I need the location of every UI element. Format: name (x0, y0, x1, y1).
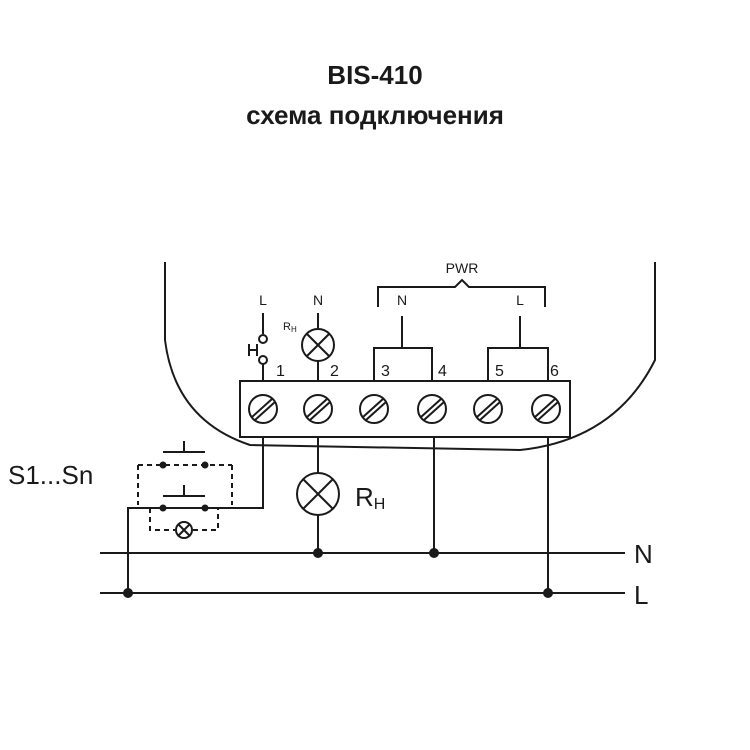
terminal-screw-2 (303, 394, 333, 424)
junction-dots (123, 548, 553, 598)
top-switch-contact-1 (258, 334, 268, 344)
top-lamp-icon (301, 328, 335, 362)
wire-terminal-1 (225, 437, 264, 509)
main-lamp-label: RH (355, 482, 385, 513)
terminal-label-1: 1 (276, 363, 285, 380)
top-rh-label: RH (283, 321, 297, 334)
terminal-screws (248, 394, 561, 424)
pushbutton-group-icon (137, 441, 233, 539)
junction-l-terminal-6 (543, 588, 553, 598)
junction-n-terminal-4 (429, 548, 439, 558)
terminal-screw-1 (248, 394, 278, 424)
pwr-label: PWR (446, 260, 479, 276)
terminal-label-4: 4 (438, 363, 447, 380)
terminal-label-6: 6 (550, 363, 559, 380)
terminal-label-2: 2 (330, 363, 339, 380)
terminal-screw-6 (531, 394, 561, 424)
diagram-subtitle: схема подключения (246, 100, 504, 130)
bus-l-label: L (634, 580, 648, 610)
bus-n-label: N (634, 539, 653, 569)
top-switch-contact-2 (258, 355, 268, 365)
top-l-label: L (259, 292, 267, 308)
top-n-label: N (313, 292, 323, 308)
switch-group-label: S1...Sn (8, 460, 93, 490)
device-housing (164, 262, 656, 452)
pwr-l-label: L (516, 292, 524, 308)
terminal-label-5: 5 (495, 363, 504, 380)
pwr-n-label: N (397, 292, 407, 308)
junction-n-lamp (313, 548, 323, 558)
diagram-title: BIS-410 (327, 60, 423, 90)
junction-l-switch (123, 588, 133, 598)
wire-switch-l (127, 507, 150, 593)
main-lamp-icon (296, 472, 340, 516)
terminal-screw-5 (473, 394, 503, 424)
pwr-bracket (377, 278, 546, 307)
jumper-5-6 (487, 347, 549, 381)
terminal-screw-3 (359, 394, 389, 424)
terminal-label-3: 3 (381, 363, 390, 380)
terminal-block (239, 380, 571, 438)
terminal-screw-4 (417, 394, 447, 424)
